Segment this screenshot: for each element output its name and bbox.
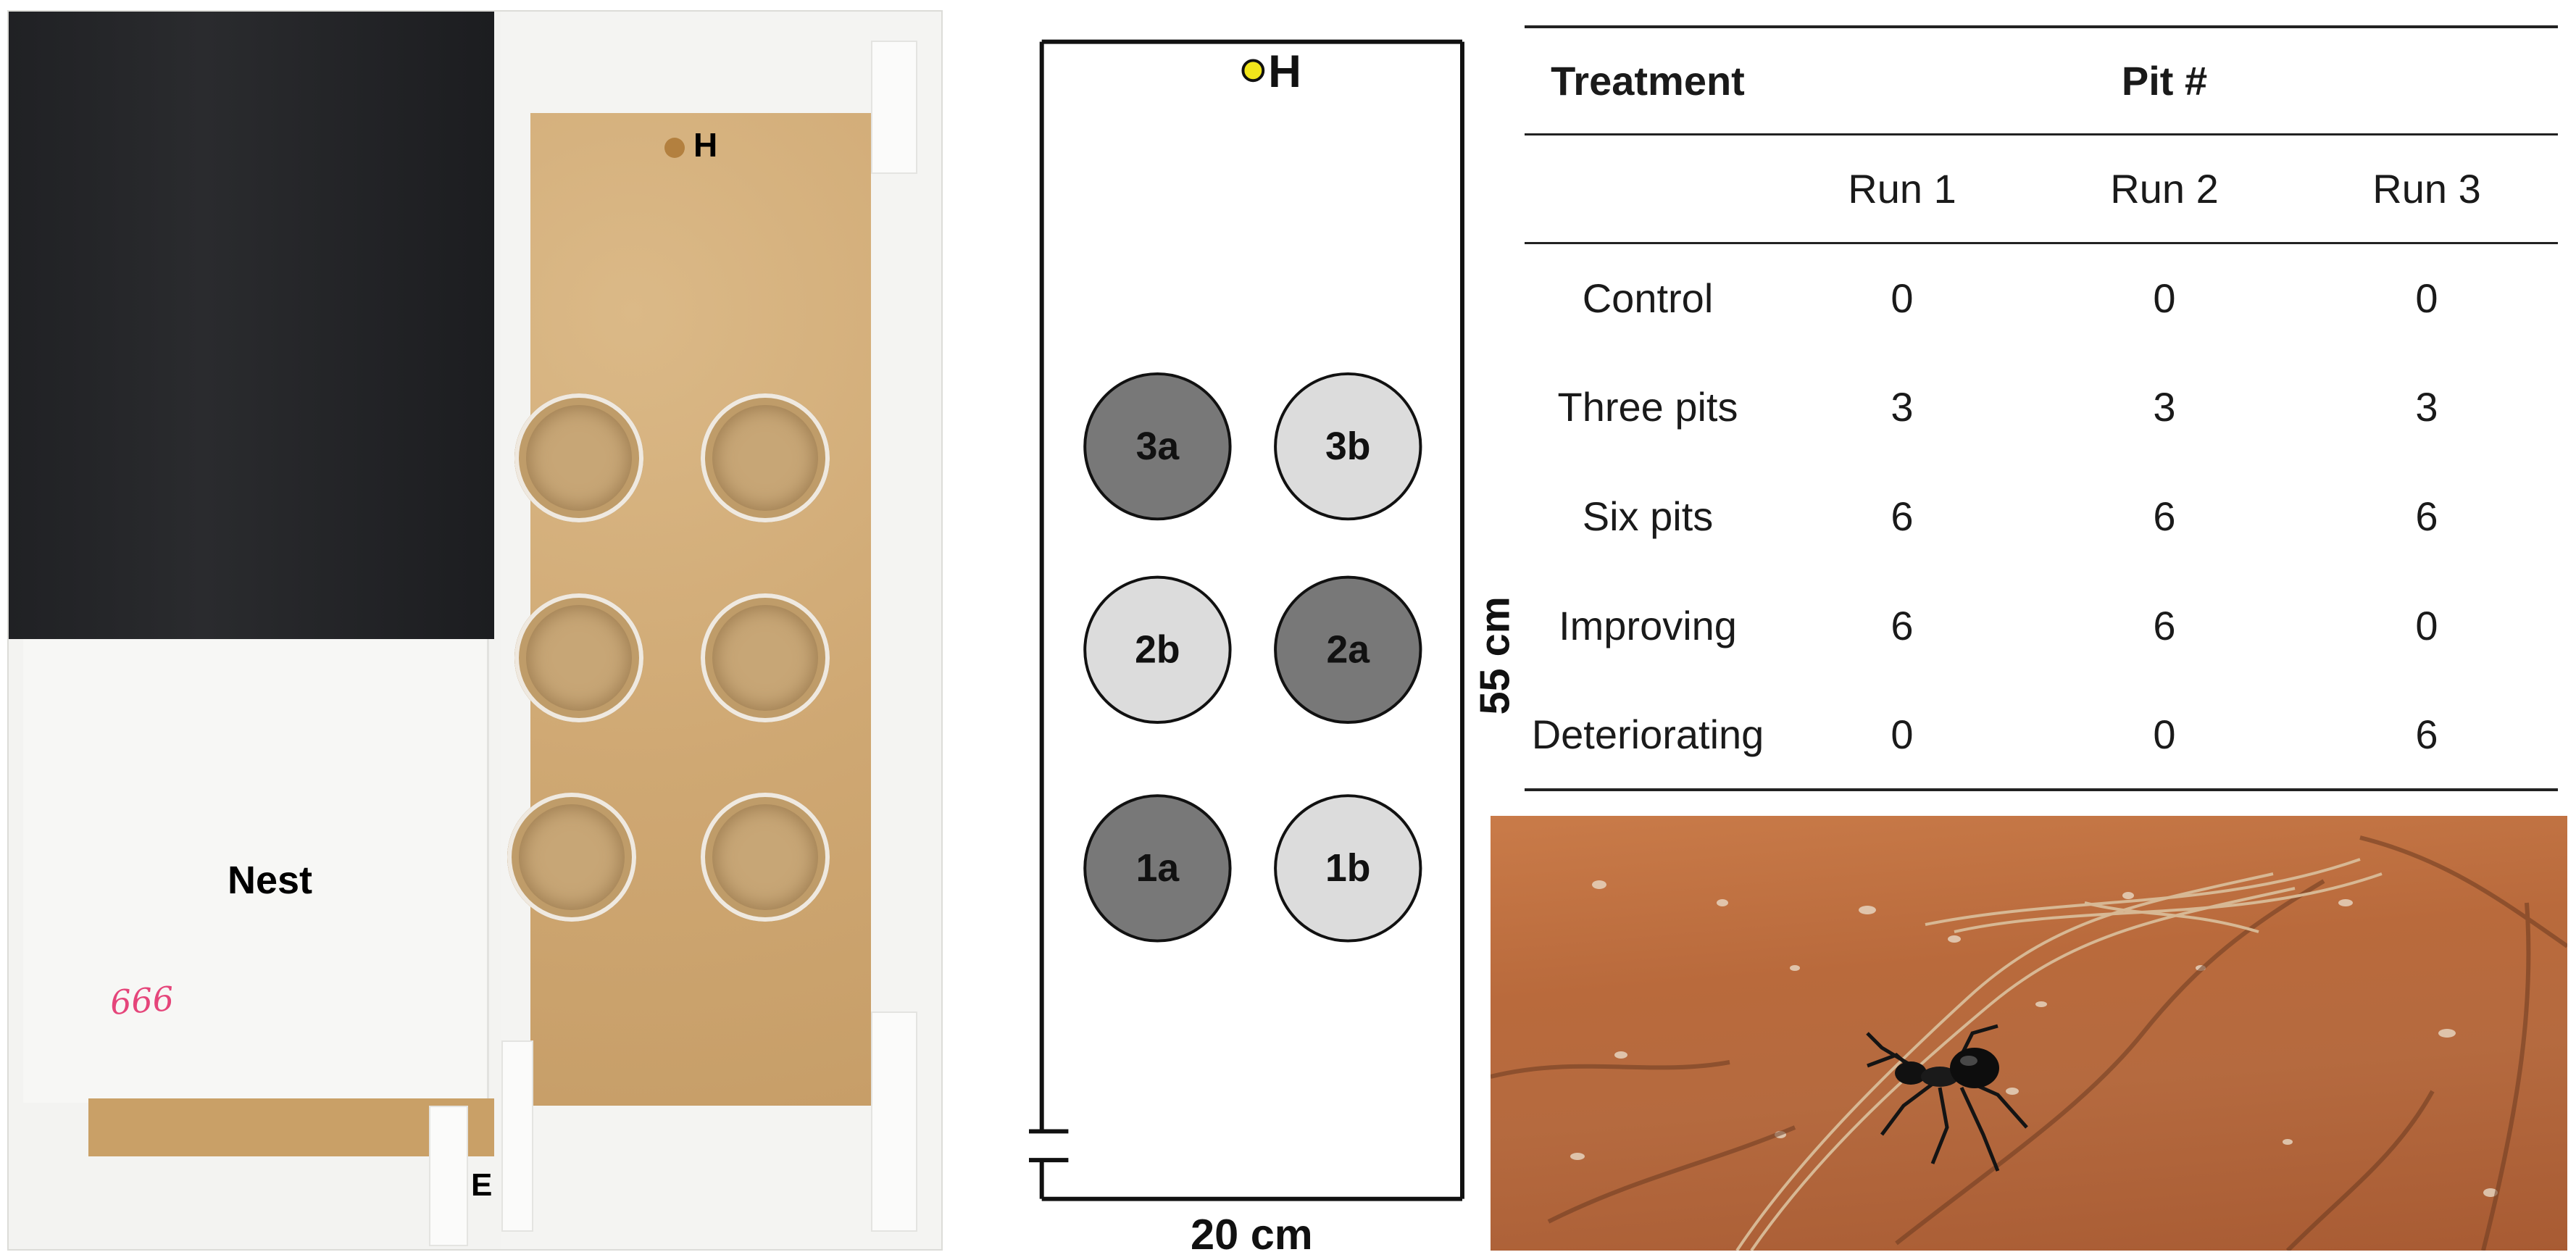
- value-cell: 0: [2415, 275, 2438, 321]
- table-row: Three pits 3 3 3: [1525, 352, 2558, 462]
- value-cell: 6: [2153, 493, 2176, 539]
- pit-label: 1b: [1325, 847, 1371, 890]
- photo-home-label: H: [693, 126, 718, 164]
- frame-post: [871, 1011, 917, 1232]
- pit-circle: [1083, 372, 1232, 521]
- table-row: Improving 6 6 0: [1525, 571, 2558, 680]
- ant-head: [1895, 1061, 1927, 1085]
- photo-pit: [507, 793, 636, 922]
- treatment-cell: Three pits: [1557, 384, 1738, 430]
- run-header: Run 1: [1771, 134, 2033, 244]
- value-cell: 6: [2153, 603, 2176, 648]
- treatment-cell: Control: [1582, 275, 1714, 321]
- value-cell: 3: [1891, 384, 1914, 430]
- pit-1a: 1a: [1083, 794, 1232, 943]
- value-cell: 0: [1771, 680, 2033, 791]
- nest-sand-strip: [88, 1098, 494, 1156]
- run-header-row: Run 1 Run 2 Run 3: [1525, 134, 2558, 244]
- pit-2a: 2a: [1274, 575, 1422, 725]
- treatment-header: Treatment: [1525, 25, 1771, 135]
- ant-highlight: [1960, 1056, 1977, 1066]
- home-marker: [664, 138, 685, 158]
- pit-3a: 3a: [1083, 372, 1232, 521]
- ant-thorax: [1921, 1067, 1959, 1087]
- ant: [1866, 1024, 2028, 1172]
- photo-pit: [514, 593, 643, 722]
- value-cell: 6: [2415, 493, 2438, 539]
- home-marker: [1241, 59, 1265, 83]
- pit-label: 3b: [1325, 425, 1371, 468]
- run-header-spacer: [1525, 134, 1771, 244]
- pit-label: 2b: [1135, 629, 1180, 672]
- table-row: Control 0 0 0: [1525, 243, 2558, 352]
- pit-circle: [1274, 794, 1422, 943]
- black-cloth-cover: [9, 12, 494, 639]
- run-header: Run 2: [2033, 134, 2296, 244]
- diagram-home-label: H: [1268, 46, 1301, 97]
- pit-label: 3a: [1136, 425, 1180, 468]
- pit-3b: 3b: [1274, 372, 1422, 521]
- pit-circle: [1274, 372, 1422, 521]
- treatment-cell: Improving: [1559, 603, 1737, 648]
- value-cell: 0: [2153, 275, 2176, 321]
- grass-stems: [1735, 858, 2383, 1251]
- arena-photo: H Nest E 666: [7, 10, 943, 1251]
- pit-1b: 1b: [1274, 794, 1422, 943]
- value-cell: 3: [2153, 384, 2176, 430]
- photo-pit: [701, 593, 830, 722]
- pit-label: 2a: [1326, 629, 1370, 672]
- run-header: Run 3: [2296, 134, 2558, 244]
- pit-label: 1a: [1136, 847, 1180, 890]
- table-header-row: Treatment Pit #: [1525, 25, 2558, 135]
- value-cell: 6: [1891, 603, 1914, 648]
- photo-pit: [514, 393, 643, 522]
- value-cell: 0: [2415, 603, 2438, 648]
- photo-entrance-label: E: [471, 1167, 493, 1203]
- ant-legs: [1866, 1024, 2028, 1172]
- box-tag: 666: [109, 979, 175, 1022]
- pit-circle: [1083, 794, 1232, 943]
- ant-abdomen: [1950, 1048, 1999, 1088]
- value-cell: 0: [1891, 275, 1914, 321]
- frame-post: [501, 1040, 533, 1232]
- value-cell: 6: [1891, 493, 1914, 539]
- treatment-cell: Deteriorating: [1525, 680, 1771, 791]
- frame-post: [429, 1106, 468, 1246]
- pit-header: Pit #: [1771, 25, 2558, 135]
- pit-circle: [1274, 575, 1422, 725]
- value-cell: 3: [2415, 384, 2438, 430]
- photo-pit: [701, 793, 830, 922]
- pit-2b: 2b: [1083, 575, 1232, 725]
- arena-diagram: H 3a 3b 2b 2a 1a 1b E 20 cm 55 cm: [1029, 39, 1518, 1259]
- table-row: Deteriorating 0 0 6: [1525, 680, 2558, 791]
- treatment-table: Treatment Pit # Run 1 Run 2 Run 3 Contro…: [1525, 25, 2558, 791]
- nest-box: [23, 639, 489, 1103]
- shadow-lines: [1491, 835, 2567, 1251]
- photo-pit: [701, 393, 830, 522]
- pit-circle: [1083, 575, 1232, 725]
- ant-scene: [1491, 835, 2567, 1251]
- value-cell: 6: [2296, 680, 2558, 791]
- frame-post: [871, 41, 917, 174]
- value-cell: 0: [2033, 680, 2296, 791]
- width-dimension-label: 20 cm: [1191, 1210, 1313, 1259]
- height-dimension-label: 55 cm: [1472, 596, 1518, 714]
- photo-nest-label: Nest: [228, 859, 313, 902]
- ant-photo: [1491, 816, 2567, 1251]
- sand-speckles: [1570, 880, 2498, 1197]
- table-row: Six pits 6 6 6: [1525, 462, 2558, 571]
- treatment-cell: Six pits: [1582, 493, 1714, 539]
